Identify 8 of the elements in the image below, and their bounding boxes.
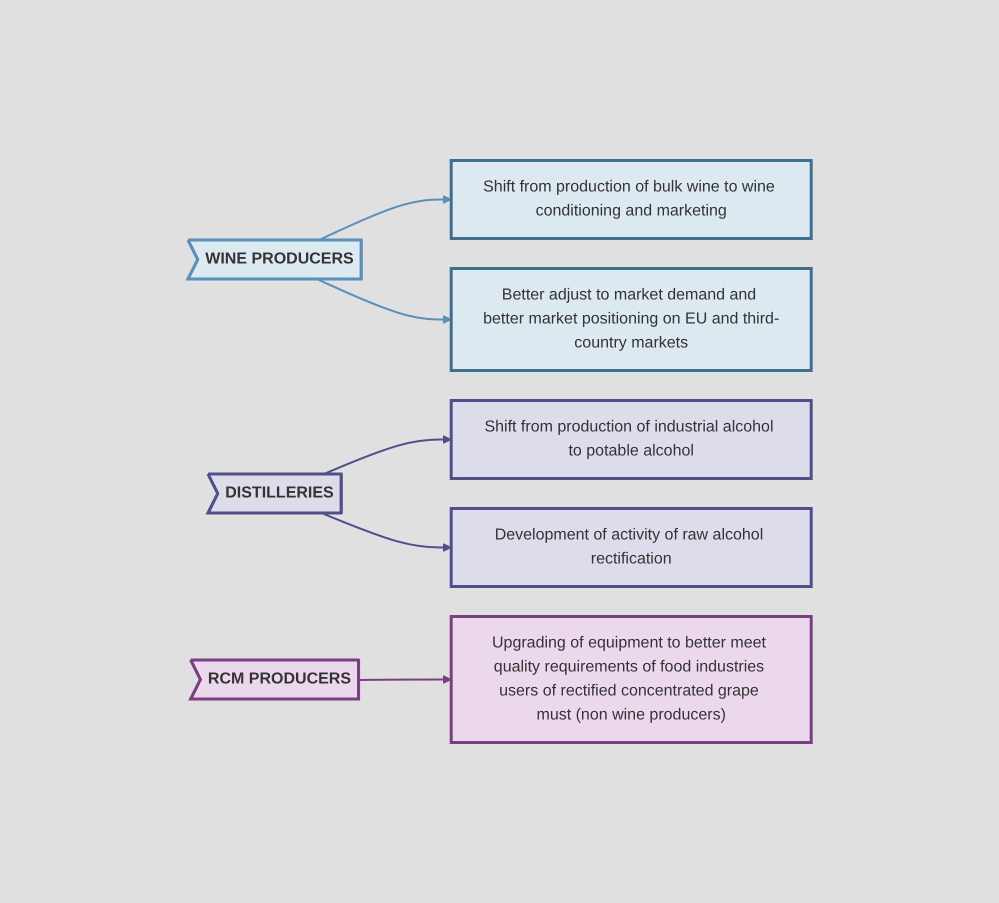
arrow [322, 512, 452, 552]
node-box: Better adjust to market demand and better market positioning on EU and third-country markets [450, 267, 813, 372]
node-box: Shift from production of industrial alcohol to potable alcohol [450, 399, 813, 480]
arrow [358, 675, 452, 684]
node-box: Development of activity of raw alcohol rectification [450, 507, 813, 588]
node-box: Shift from production of bulk wine to wine conditioning and marketing [450, 159, 813, 240]
node-box: Upgrading of equipment to better meet quality requirements of food industries users of rectified concentrated grape must (non wine producers) [450, 615, 813, 744]
arrow [317, 278, 452, 324]
